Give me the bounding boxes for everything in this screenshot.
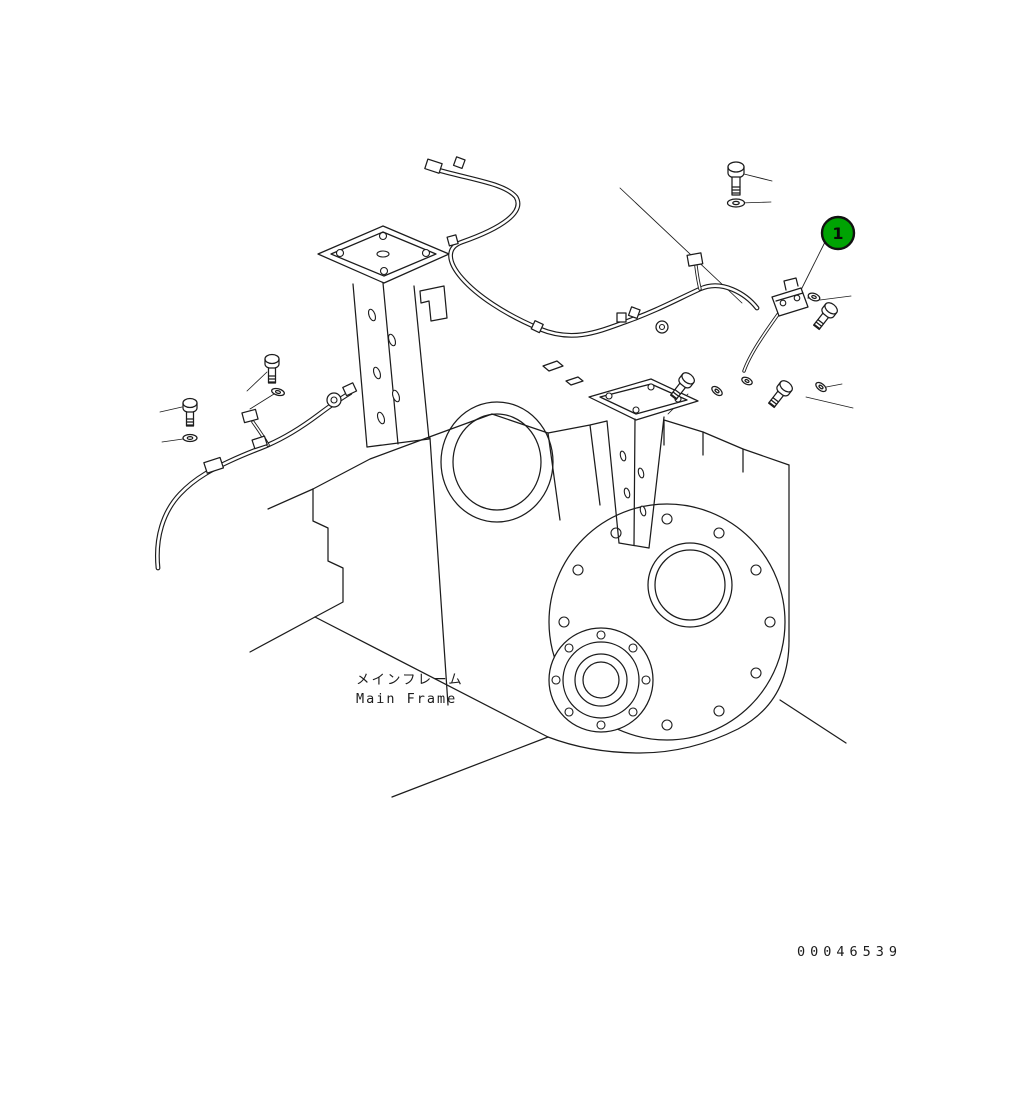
hex-bolt (812, 302, 838, 331)
callout-balloon-1[interactable]: 1 (820, 215, 856, 251)
middle-mount-tower (588, 378, 699, 549)
hub-assembly (548, 627, 654, 733)
balloon-number: 1 (832, 224, 843, 243)
flat-washer (271, 387, 285, 397)
harness-connector (616, 312, 627, 323)
output-flange (548, 503, 786, 741)
flat-washer (711, 385, 723, 397)
harness-clamp (446, 234, 459, 247)
harness-connector (342, 382, 358, 397)
harness-connector (241, 408, 259, 424)
sensor-bracket-part-1 (742, 277, 817, 373)
hex-bolt (264, 353, 280, 384)
harness-clamp (452, 156, 466, 170)
flat-washer (741, 376, 753, 386)
harness-connector (251, 435, 268, 450)
harness-connector (686, 252, 704, 267)
flat-washer (726, 198, 746, 208)
harness-connector (424, 158, 443, 174)
harness-clamp (530, 320, 544, 334)
harness-connector (203, 456, 225, 474)
hex-bolt (767, 380, 793, 409)
flat-washer (807, 292, 821, 302)
harness-connector (627, 306, 641, 320)
label-main-frame-en: Main Frame (356, 691, 457, 707)
hex-bolt (182, 397, 198, 427)
main-frame-body (249, 360, 847, 798)
leader-lines (159, 173, 854, 443)
label-main-frame-ja: メインフレーム (356, 672, 464, 688)
wiring-harness-top (424, 156, 760, 338)
left-mount-tower (317, 225, 450, 448)
wiring-harness-left (155, 382, 358, 571)
hex-bolt (727, 161, 745, 196)
flat-washer (182, 433, 198, 443)
hex-bolt (669, 372, 695, 401)
drawing-number: 00046539 (797, 944, 902, 960)
hook-bracket (419, 285, 448, 322)
flat-washer (815, 381, 827, 393)
balloon-circle[interactable] (820, 215, 856, 251)
